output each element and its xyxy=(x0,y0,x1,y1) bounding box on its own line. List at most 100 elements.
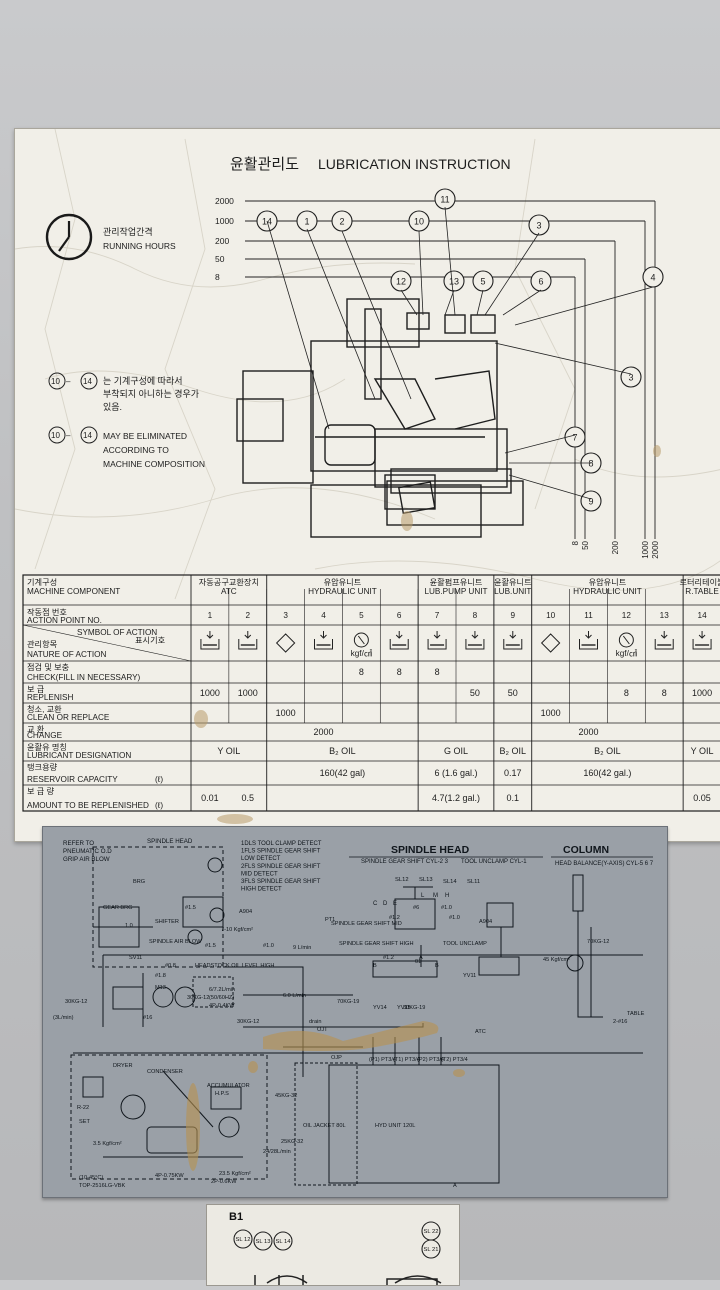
lubricant-label-en: LUBRICANT DESIGNATION xyxy=(27,751,131,760)
schematic-label: 30KG-12 xyxy=(187,995,209,1001)
title-en: LUBRICATION INSTRUCTION xyxy=(318,156,511,172)
schematic-label: OIL JACKET 80L xyxy=(303,1123,346,1129)
callout-marker: 13 xyxy=(443,270,465,292)
schematic-label: #0.8 xyxy=(165,963,176,969)
down-arrow-icon xyxy=(244,631,252,639)
schematic-label: #1.0 xyxy=(441,905,452,911)
group-label-kr: 윤활유니트 xyxy=(494,577,532,587)
table-cell: 8 xyxy=(624,688,629,698)
schematic-label: BRG xyxy=(133,879,145,885)
action-point-no: 7 xyxy=(435,611,440,620)
amount-value: 0.05 xyxy=(693,793,711,803)
action-symbol-icon xyxy=(540,633,561,653)
table-cell: 50 xyxy=(508,688,518,698)
action-point-no: 5 xyxy=(359,611,364,620)
schematic-label: #16 xyxy=(143,1015,152,1021)
schematic-label: R-22 xyxy=(77,1105,89,1111)
callout-number: 2 xyxy=(339,217,344,227)
running-hours-en: RUNNING HOURS xyxy=(103,241,176,251)
callout-number: 3 xyxy=(536,221,541,231)
schematic-label: B xyxy=(435,963,439,969)
callout-marker: 1 xyxy=(296,210,318,232)
amount-label-en: AMOUNT TO BE REPLENISHED xyxy=(27,801,149,810)
bottom-level-label: 8 xyxy=(571,540,580,545)
bottom-level-label: 200 xyxy=(611,540,620,554)
callout-number: 10 xyxy=(414,217,424,227)
group-label-en: LUB.UNIT xyxy=(494,587,531,596)
note-kr-line2: 부착되지 아니하는 경우가 xyxy=(103,388,199,399)
down-arrow-icon xyxy=(471,631,479,639)
tank-icon xyxy=(579,639,598,650)
action-symbol-icon xyxy=(275,633,296,653)
amount-value: 0.5 xyxy=(242,793,255,803)
callout-number: 7 xyxy=(572,433,577,443)
group-label-en: R.TABLE xyxy=(685,587,719,596)
callout-circle xyxy=(580,490,602,512)
callout-marker: 3 xyxy=(528,214,550,236)
group-label-kr: 자동공구교환장치 xyxy=(199,577,259,587)
callout-marker: 3 xyxy=(620,366,642,388)
running-hours-kr: 관리작업간격 xyxy=(103,226,153,237)
callout-number: 5 xyxy=(480,277,485,287)
down-arrow-icon xyxy=(698,631,706,639)
sl-circle: SL 14 xyxy=(273,1231,293,1251)
schematic-label: SPINDLE GEAR SHIFT HIGH xyxy=(339,941,414,947)
schematic-label: M13 xyxy=(155,985,166,991)
schematic-label: #1.8 xyxy=(155,973,166,979)
group-label-en: ATC xyxy=(221,587,237,596)
reservoir-value: 0.17 xyxy=(504,768,522,778)
callout-marker: 12 xyxy=(390,270,412,292)
bottom-level-label: 1000 xyxy=(641,540,650,558)
note-kr-from: 10 xyxy=(51,377,60,386)
callout-circle xyxy=(390,270,412,292)
callout-number: 13 xyxy=(449,277,459,287)
sl-label: SL13 xyxy=(419,877,433,883)
schematic-label: (T2) PT3/4 xyxy=(441,1057,468,1063)
rust-stains xyxy=(186,1021,465,1171)
callout-number: 9 xyxy=(588,497,593,507)
note-en-line2: ACCORDING TO xyxy=(103,445,169,455)
gauge-unit: kgf/㎠ xyxy=(616,649,637,658)
schematic-label: 30KG-12 xyxy=(65,999,87,1005)
schematic-label: #1.2 xyxy=(383,955,394,961)
callout-number: 11 xyxy=(440,195,449,205)
hour-level-label: 200 xyxy=(215,236,229,246)
callout-number: 8 xyxy=(588,459,593,469)
note-kr: 10 – 14 는 기계구성에 따라서 부착되지 아니하는 경우가 있음. xyxy=(48,372,199,412)
tank-icon xyxy=(503,639,523,650)
action-symbol-icon xyxy=(465,631,485,650)
schematic-label: A xyxy=(419,955,423,961)
group-label-kr: 윤활펌프유니트 xyxy=(430,577,483,587)
action-symbol-icon xyxy=(314,631,333,650)
hdr-nature-kr: 관리항목 xyxy=(27,639,58,649)
sl-label: SL12 xyxy=(395,877,409,883)
callout-marker: 10 xyxy=(408,210,430,232)
detect-label: 1DLS TOOL CLAMP DETECT xyxy=(241,841,322,847)
filter-icon xyxy=(540,633,561,653)
lubricant-value: B₂ OIL xyxy=(500,746,527,756)
table-cell: 8 xyxy=(397,667,402,677)
amount-value: 0.1 xyxy=(507,793,520,803)
b1-lines xyxy=(254,1275,442,1288)
schematic-label: DRYER xyxy=(113,1063,132,1069)
lubrication-instruction-plate: 윤활관리도 LUBRICATION INSTRUCTION 관리작업간격 RUN… xyxy=(14,128,720,842)
amount-value: 0.01 xyxy=(201,793,219,803)
schematic-label: 70KG-12 xyxy=(587,939,609,945)
schematic-label: 24/28L/min xyxy=(263,1149,291,1155)
crack-texture xyxy=(14,128,720,600)
down-arrow-icon xyxy=(206,631,214,639)
gauge-needle xyxy=(622,635,630,645)
schematic-label: 30KG-19 xyxy=(403,1005,425,1011)
sl-circle: SL 21 xyxy=(421,1239,441,1259)
schematic-label: 1.0 xyxy=(125,923,133,929)
action-symbol-icon xyxy=(654,631,674,650)
group-label-en: HYDRAULIC UNIT xyxy=(573,587,642,596)
refer-note: REFER TO xyxy=(63,840,94,847)
callout-marker: 6 xyxy=(530,270,552,292)
callout-marker: 5 xyxy=(472,270,494,292)
callout-marker: 11 xyxy=(434,188,456,210)
schematic-label: TOP-2516LG-VBK xyxy=(79,1183,125,1189)
